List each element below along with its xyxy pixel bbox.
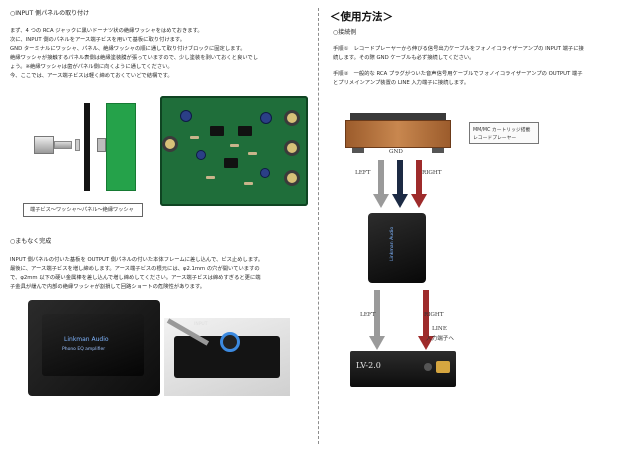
ic-chip <box>210 126 224 136</box>
heading-input-panel: ○INPUT 側パネルの取り付け <box>10 10 90 17</box>
left-arrow-bottom <box>369 290 385 350</box>
usage-title: ＜使用方法＞ <box>330 11 393 23</box>
power-button-icon <box>424 363 432 371</box>
player-note-box: MM/MC カートリッジ搭載 レコードプレーヤー <box>469 122 539 144</box>
rca-jack <box>162 136 178 152</box>
terminal-ring <box>220 332 240 352</box>
amp-logo: Linkman Audio <box>390 226 395 261</box>
para1-line-1: まず、4 つの RCA ジャックに黒いドーナツ状の絶縁ワッシャをはめておきます。 <box>10 28 203 34</box>
resistor <box>230 144 239 147</box>
line-sub-label: 入力端子へ <box>426 336 454 342</box>
diagram-caption: 端子ビス～ワッシャ～パネル～絶縁ワッシャ <box>30 207 134 213</box>
resistor <box>244 182 253 185</box>
capacitor <box>260 112 272 124</box>
para1-line-5: ょう。※絶縁ワッシャは歯がパネル側に向くように通してください。 <box>10 64 173 70</box>
step1-line-1: 手順① レコードプレーヤーから伸びる信号出力ケーブルをフォノイコライザーアンプの… <box>333 46 584 52</box>
rca-jack <box>284 140 300 156</box>
resistor <box>248 152 257 155</box>
ic-chip <box>238 126 252 136</box>
mounting-bracket <box>106 103 136 191</box>
amplifier-subtitle: Phono EQ amplifier <box>62 347 106 352</box>
para2-line-3: で、φ2mm 以下の硬い金属棒を差し込んで増し締めしてください。アース端子ビスは… <box>10 275 261 281</box>
para2-line-2: 最後に、アース端子ビスを増し締めします。アース端子ビスの根元には、φ2.1mm … <box>10 266 260 272</box>
heading-nearly-done: ○まもなく完成 <box>10 238 52 245</box>
resistor <box>190 136 199 139</box>
right-label-top: RIGHT <box>422 170 442 176</box>
step2-line-2: とプリメインアンプ装置の LINE 入力端子に接続します。 <box>333 80 470 86</box>
line-label: LINE <box>432 326 447 332</box>
input-label: INPUT <box>194 322 208 327</box>
panel-plate <box>84 103 90 191</box>
washer <box>75 139 80 151</box>
receiver-label: LV-2.0 <box>356 361 381 370</box>
para2-line-4: 子金具が緩んで内部の絶縁ワッシャが割損して回路ショートの危険性があります。 <box>10 284 206 290</box>
insulating-washer <box>97 138 106 152</box>
rca-jack <box>284 170 300 186</box>
gnd-label: GND <box>389 149 403 155</box>
gnd-arrow <box>392 160 408 208</box>
amplifier-face <box>42 314 144 376</box>
capacitor <box>196 150 206 160</box>
phono-eq-amplifier: Linkman Audio <box>368 213 426 283</box>
turntable-foot <box>352 148 364 153</box>
capacitor <box>260 168 270 178</box>
left-arrow-top <box>373 160 389 208</box>
terminal-screw-shaft <box>54 141 72 149</box>
player-note-line-2: レコードプレーヤー <box>473 136 517 141</box>
capacitor <box>180 110 192 122</box>
para1-line-4: 絶縁ワッシャが接触するパネル表側は絶縁塗装膜が張っていますので、少し塗装を剥いて… <box>10 55 259 61</box>
page-divider <box>318 8 319 444</box>
para1-line-6: 今、ここでは、アース端子ビスは軽く締めておくていどで結構です。 <box>10 73 173 79</box>
connection-arrows <box>369 160 434 350</box>
left-label-top: LEFT <box>355 170 371 176</box>
turntable-foot <box>432 148 444 153</box>
right-arrow-bottom <box>418 290 434 350</box>
turntable-platter <box>350 113 446 121</box>
amplifier-photo: Linkman Audio Phono EQ amplifier <box>28 300 160 396</box>
left-label-bottom: LEFT <box>360 312 376 318</box>
player-note-line-1: MM/MC カートリッジ搭載 <box>473 128 531 133</box>
para1-line-3: GND ターミナルにワッシャ、パネル、絶縁ワッシャの順に通して取り付けブロックに… <box>10 46 246 52</box>
diagram-caption-box: 端子ビス～ワッシャ～パネル～絶縁ワッシャ <box>23 203 143 217</box>
record-player <box>345 120 451 148</box>
pcb-photo <box>160 96 308 206</box>
heading-connection-example: ○接続例 <box>333 29 357 36</box>
ic-chip <box>224 158 238 168</box>
right-arrow-top <box>411 160 427 208</box>
volume-knob-icon <box>436 361 450 373</box>
step2-line-1: 手順② 一般的な RCA プラグがついた音声信号用ケーブルでフォノイコライザーア… <box>333 71 583 77</box>
resistor <box>206 176 215 179</box>
tightening-photo: INPUT <box>164 318 290 396</box>
terminal-screw-head <box>34 136 54 154</box>
para2-line-1: INPUT 側パネルの付いた基板を OUTPUT 側パネルの付いた本体フレームに… <box>10 257 264 263</box>
step1-line-2: 続します。その際 GND ケーブルも必ず接続してください。 <box>333 55 475 61</box>
para1-line-2: 次に、INPUT 側のパネルをアース端子ビスを用いて基板に取り付けます。 <box>10 37 185 43</box>
main-amplifier: LV-2.0 <box>350 351 456 387</box>
amplifier-logo: Linkman Audio <box>64 336 109 343</box>
rca-jack <box>284 110 300 126</box>
right-label-bottom: RIGHT <box>424 312 444 318</box>
